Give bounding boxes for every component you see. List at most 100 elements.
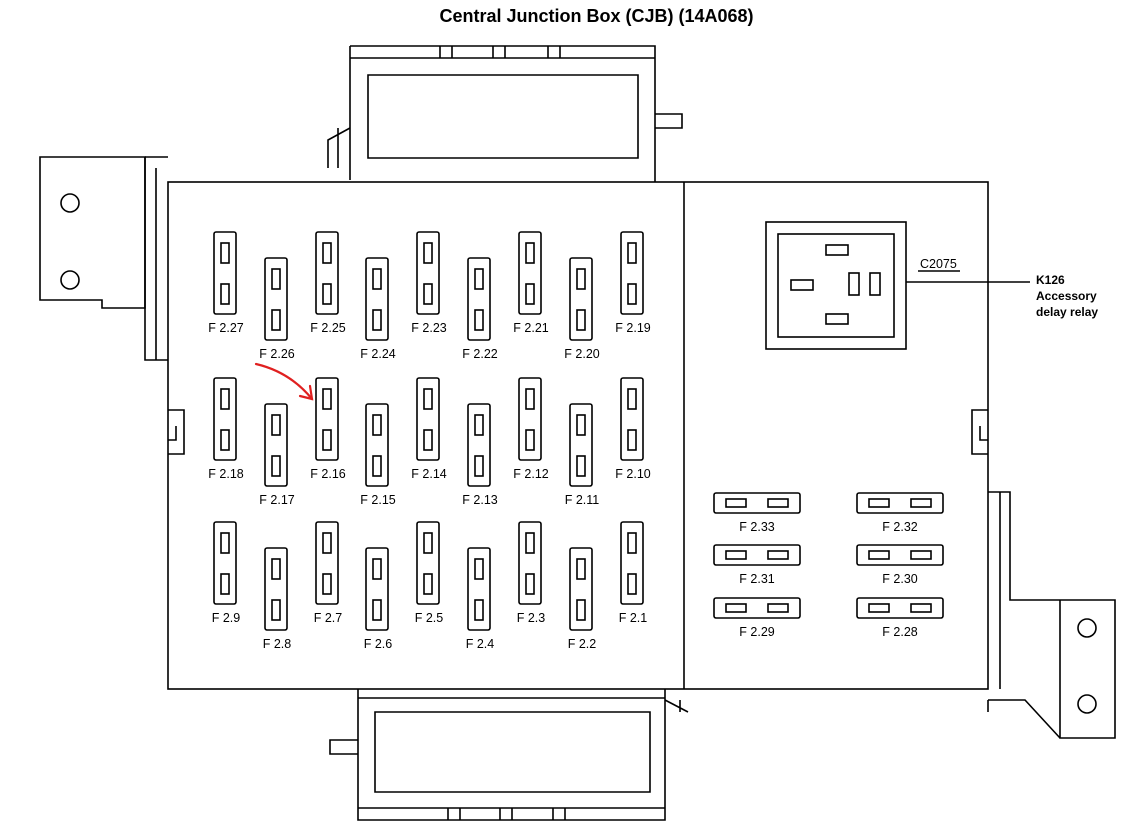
fuse-terminal (767, 550, 789, 560)
fuse-f2-19: F 2.19 (615, 231, 651, 335)
fuse-terminal (576, 558, 586, 580)
fuse-terminal (423, 573, 433, 595)
fuse-terminal (474, 309, 484, 331)
fuse-body (416, 377, 440, 461)
fuse-terminal (725, 603, 747, 613)
fuse-label: F 2.19 (615, 321, 650, 335)
fuse-terminal (868, 550, 890, 560)
fuse-terminal (910, 603, 932, 613)
fuse-body (264, 547, 288, 631)
fuse-body (416, 231, 440, 315)
diagram-title: Central Junction Box (CJB) (14A068) (439, 6, 754, 26)
fuse-f2-22: F 2.22 (462, 257, 498, 361)
fuse-f2-16: F 2.16 (310, 377, 346, 481)
fuse-f2-14: F 2.14 (411, 377, 447, 481)
fuse-terminal (322, 429, 332, 451)
fuse-body (856, 544, 944, 566)
fuse-body (856, 597, 944, 619)
fuse-terminal (220, 573, 230, 595)
fuse-f2-9: F 2.9 (212, 521, 240, 625)
fuse-terminal (525, 532, 535, 554)
fuse-f2-26: F 2.26 (259, 257, 295, 361)
fuse-f2-5: F 2.5 (415, 521, 443, 625)
fuse-terminal (372, 599, 382, 621)
fuse-terminal (525, 242, 535, 264)
fuse-body (365, 547, 389, 631)
fuse-body (264, 257, 288, 341)
fuse-body (365, 403, 389, 487)
relay-k126-desc-line2: delay relay (1036, 305, 1098, 319)
fuse-terminal (322, 388, 332, 410)
fuse-terminal (423, 532, 433, 554)
fuse-f2-8: F 2.8 (263, 547, 292, 651)
top-connector-side (327, 127, 351, 168)
fuse-label: F 2.25 (310, 321, 345, 335)
fuse-terminal (627, 283, 637, 305)
fuse-terminal (576, 309, 586, 331)
fuse-terminal (271, 414, 281, 436)
connector-c2075-label: C2075 (920, 257, 957, 271)
fuse-terminal (220, 388, 230, 410)
fuse-terminal (576, 268, 586, 290)
highlight-arrow-head (298, 384, 314, 401)
fuse-terminal (525, 388, 535, 410)
right-mounting-bracket (988, 491, 1116, 739)
fuse-label: F 2.17 (259, 493, 294, 507)
fuse-terminal (627, 429, 637, 451)
fuse-f2-23: F 2.23 (411, 231, 447, 335)
fuse-body (264, 403, 288, 487)
fuse-terminal (271, 558, 281, 580)
left-frame-edge (144, 156, 168, 361)
fuse-label: F 2.10 (615, 467, 650, 481)
fuse-label: F 2.14 (411, 467, 446, 481)
fuse-f2-21: F 2.21 (513, 231, 549, 335)
fuse-terminal (271, 455, 281, 477)
fuse-label: F 2.7 (314, 611, 343, 625)
top-connector (349, 45, 656, 182)
fuse-f2-12: F 2.12 (513, 377, 549, 481)
fuse-f2-24: F 2.24 (360, 257, 396, 361)
fuse-body (213, 231, 237, 315)
fuse-terminal (372, 309, 382, 331)
main-housing (167, 181, 989, 690)
fuse-body (620, 377, 644, 461)
fuse-f2-10: F 2.10 (615, 377, 651, 481)
fuse-terminal (767, 603, 789, 613)
relay-pin-bottom (825, 313, 849, 325)
relay-k126-id: K126 (1036, 273, 1065, 287)
fuse-terminal (423, 242, 433, 264)
fuse-label: F 2.2 (568, 637, 597, 651)
fuse-f2-6: F 2.6 (364, 547, 392, 651)
fuse-f2-32: F 2.32 (856, 492, 944, 534)
fuse-label: F 2.13 (462, 493, 497, 507)
fuse-label: F 2.20 (564, 347, 599, 361)
fuse-terminal (627, 573, 637, 595)
fuse-terminal (868, 603, 890, 613)
fuse-terminal (372, 414, 382, 436)
fuse-f2-7: F 2.7 (314, 521, 343, 625)
fuse-label: F 2.23 (411, 321, 446, 335)
fuse-terminal (220, 242, 230, 264)
fuse-label: F 2.22 (462, 347, 497, 361)
left-notch (168, 409, 185, 455)
fuse-terminal (474, 455, 484, 477)
fuse-body (315, 231, 339, 315)
fuse-terminal (474, 558, 484, 580)
fuse-body (713, 597, 801, 619)
fuse-body (620, 521, 644, 605)
fuse-label: F 2.28 (882, 625, 917, 639)
fuse-f2-20: F 2.20 (564, 257, 600, 361)
fuse-label: F 2.30 (882, 572, 917, 586)
left-mount-hole-bottom (60, 270, 80, 290)
relay-pin-top (825, 244, 849, 256)
fuse-terminal (322, 573, 332, 595)
fuse-body (518, 377, 542, 461)
fuse-label: F 2.8 (263, 637, 292, 651)
left-mounting-bracket (39, 156, 146, 309)
fuse-label: F 2.4 (466, 637, 495, 651)
fuse-terminal (525, 429, 535, 451)
fuse-terminal (423, 283, 433, 305)
relay-pin-mid (848, 272, 860, 296)
fuse-terminal (868, 498, 890, 508)
